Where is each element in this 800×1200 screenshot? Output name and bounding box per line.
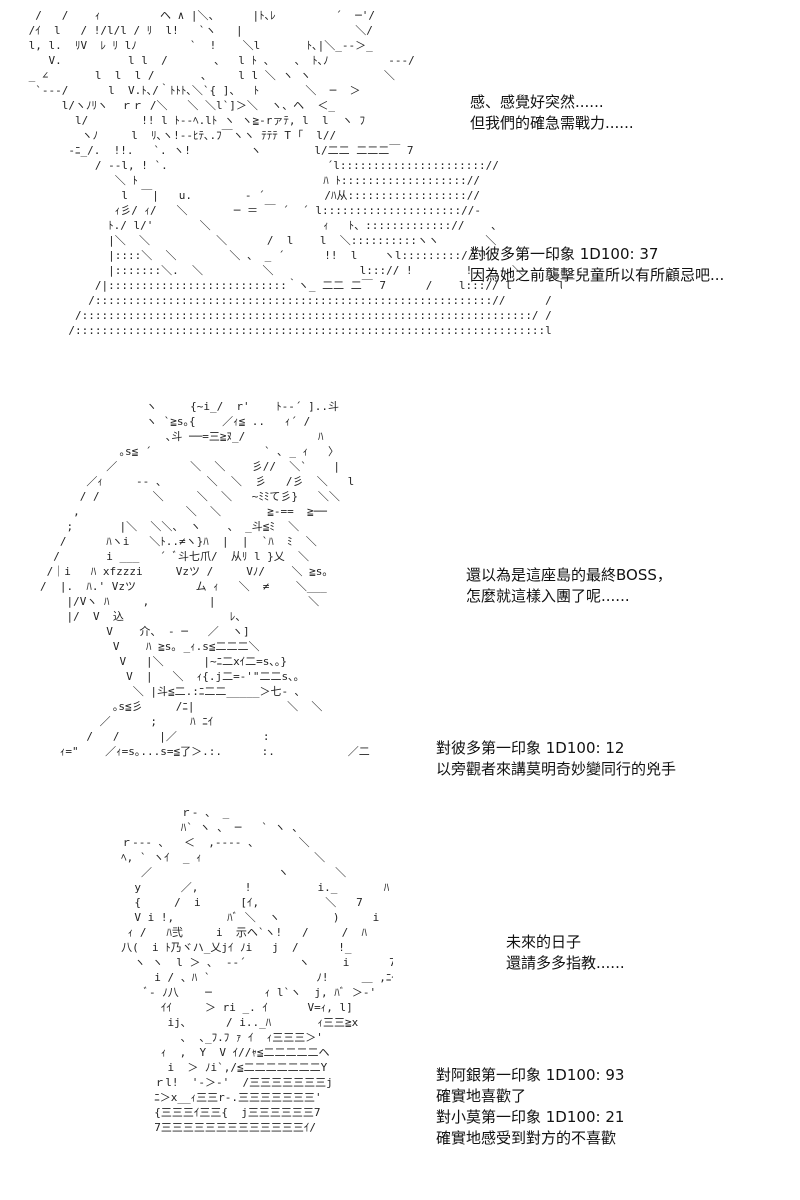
dialog-line: 還以為是這座島的最終BOSS，: [466, 566, 672, 584]
dialog-line: 怎麼就這樣入團了呢......: [466, 587, 630, 605]
panel-1-roll-result: 對彼多第一印象 1D100: 37 因為她之前襲擊兒童所以有所顧忌吧...: [470, 244, 724, 286]
panel-3-roll-result: 對阿銀第一印象 1D100: 93 確實地喜歡了 對小莫第一印象 1D100: …: [436, 1065, 624, 1149]
ascii-art-character-2: ヽ {~i_/ r' ﾄ--´ ]..斗 ヽ `≧s｡{ ／ｨ≦ .. ｨ´ /…: [40, 400, 370, 758]
roll-line: 對小莫第一印象 1D100: 21: [436, 1108, 625, 1126]
roll-line: 對彼多第一印象 1D100: 37: [470, 245, 659, 263]
roll-line: 確實地喜歡了: [436, 1087, 527, 1105]
ascii-art-character-3: ｒ- 、 _ ﾊ` ヽ 、 ─ ` ヽ 、 ｒ--- ､ ＜ ,---- 、 ＼…: [121, 806, 393, 1134]
dialog-line: 未來的日子: [506, 933, 582, 951]
roll-line: 以旁觀者來講莫明奇妙變同行的兇手: [436, 760, 677, 778]
panel-3: ｒ- 、 _ ﾊ` ヽ 、 ─ ` ヽ 、 ｒ--- ､ ＜ ,---- 、 ＼…: [0, 795, 800, 1200]
panel-3-dialog: 未來的日子 還請多多指教......: [506, 932, 625, 974]
dialog-line: 感、感覺好突然......: [470, 93, 604, 111]
ascii-art-character-1: / / ｨ ヘ ∧ |＼、 |ﾄ､ﾚ ´ ─'/ /ｲ l / !/l/l / …: [28, 9, 562, 337]
roll-line: 對阿銀第一印象 1D100: 93: [436, 1066, 625, 1084]
panel-2: ヽ {~i_/ r' ﾄ--´ ]..斗 ヽ `≧s｡{ ／ｨ≦ .. ｨ´ /…: [0, 395, 800, 795]
roll-line: 對彼多第一印象 1D100: 12: [436, 739, 625, 757]
panel-1-dialog: 感、感覺好突然...... 但我們的確急需戰力......: [470, 92, 634, 134]
roll-line: 確實地感受到對方的不喜歡: [436, 1129, 617, 1147]
dialog-line: 但我們的確急需戰力......: [470, 114, 634, 132]
roll-line: 因為她之前襲擊兒童所以有所顧忌吧...: [470, 266, 725, 284]
panel-2-roll-result: 對彼多第一印象 1D100: 12 以旁觀者來講莫明奇妙變同行的兇手: [436, 738, 676, 780]
panel-1: / / ｨ ヘ ∧ |＼、 |ﾄ､ﾚ ´ ─'/ /ｲ l / !/l/l / …: [0, 0, 800, 395]
dialog-line: 還請多多指教......: [506, 954, 625, 972]
panel-2-dialog: 還以為是這座島的最終BOSS， 怎麼就這樣入團了呢......: [466, 565, 672, 607]
